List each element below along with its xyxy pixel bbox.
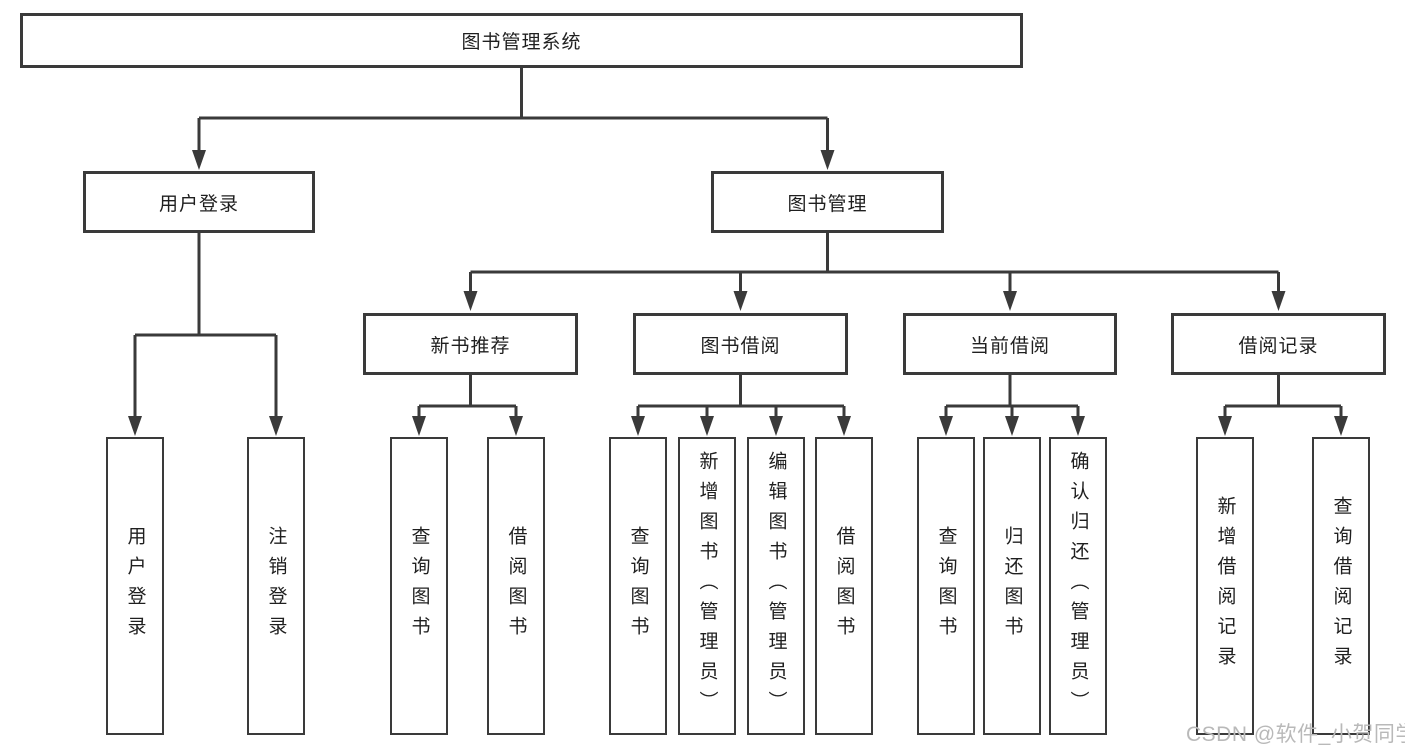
leaf-label: 查询借阅记录 xyxy=(1330,496,1352,676)
leaf-query-books-1: 查询图书 xyxy=(390,437,448,735)
leaf-label: 编辑图书（管理员） xyxy=(765,451,787,721)
node-book-borrow: 图书借阅 xyxy=(633,313,848,375)
leaf-user-login: 用户登录 xyxy=(106,437,164,735)
leaf-label: 查询图书 xyxy=(627,526,649,646)
leaf-logout: 注销登录 xyxy=(247,437,305,735)
csdn-watermark: CSDN @软件_小贺同学 xyxy=(1186,723,1405,746)
leaf-label: 新增借阅记录 xyxy=(1214,496,1236,676)
leaf-label: 借阅图书 xyxy=(833,526,855,646)
leaf-return-books: 归还图书 xyxy=(983,437,1041,735)
node-new-book-recommend: 新书推荐 xyxy=(363,313,578,375)
node-current-borrow: 当前借阅 xyxy=(903,313,1117,375)
leaf-query-borrow-record: 查询借阅记录 xyxy=(1312,437,1370,735)
node-root-label: 图书管理系统 xyxy=(461,32,582,53)
leaf-label: 查询图书 xyxy=(408,526,430,646)
node-label: 新书推荐 xyxy=(430,335,511,357)
node-borrow-records: 借阅记录 xyxy=(1171,313,1386,375)
leaf-query-books-2: 查询图书 xyxy=(609,437,667,735)
leaf-borrow-books-1: 借阅图书 xyxy=(487,437,545,735)
leaf-label: 查询图书 xyxy=(935,526,957,646)
node-label: 用户登录 xyxy=(158,193,239,215)
node-label: 当前借阅 xyxy=(969,335,1050,357)
leaf-label: 归还图书 xyxy=(1001,526,1023,646)
leaf-label: 注销登录 xyxy=(265,526,287,646)
leaf-edit-books-admin: 编辑图书（管理员） xyxy=(747,437,805,735)
node-book-management: 图书管理 xyxy=(711,171,944,233)
leaf-borrow-books-2: 借阅图书 xyxy=(815,437,873,735)
node-label: 图书管理 xyxy=(787,193,868,215)
node-user-login-module: 用户登录 xyxy=(83,171,315,233)
leaf-add-borrow-record: 新增借阅记录 xyxy=(1196,437,1254,735)
leaf-label: 用户登录 xyxy=(124,526,146,646)
leaf-confirm-return-admin: 确认归还（管理员） xyxy=(1049,437,1107,735)
node-label: 图书借阅 xyxy=(700,335,781,357)
leaf-label: 新增图书（管理员） xyxy=(696,451,718,721)
leaf-label: 确认归还（管理员） xyxy=(1067,451,1089,721)
leaf-query-books-3: 查询图书 xyxy=(917,437,975,735)
leaf-add-books-admin: 新增图书（管理员） xyxy=(678,437,736,735)
node-label: 借阅记录 xyxy=(1238,335,1319,357)
leaf-label: 借阅图书 xyxy=(505,526,527,646)
node-root: 图书管理系统 xyxy=(20,13,1023,68)
